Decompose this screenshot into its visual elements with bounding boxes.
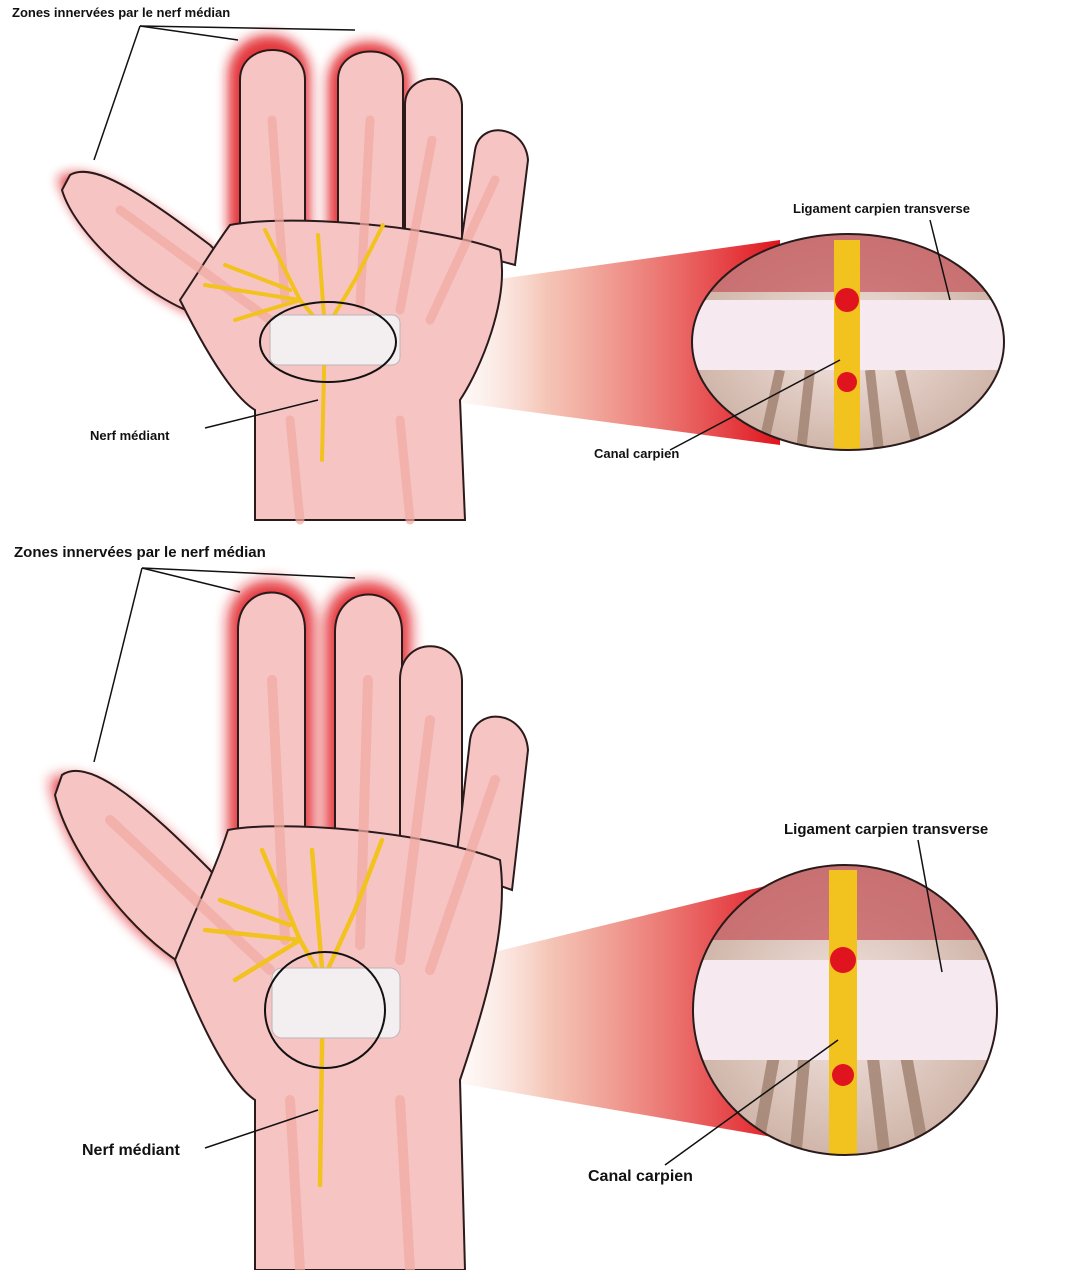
diagram-panel-2: Zones innervées par le nerf médian Nerf … (0, 540, 1066, 1270)
label-median-zones: Zones innervées par le nerf médian (14, 544, 266, 561)
hand-illustration-2 (50, 567, 998, 1270)
hand-bones (115, 115, 500, 525)
diagram-panel-1: Zones innervées par le nerf médian Nerf … (0, 0, 1066, 530)
zoom-view (692, 234, 1004, 450)
label-transverse-ligament: Ligament carpien transverse (784, 821, 989, 838)
label-median-nerve: Nerf médiant (90, 428, 170, 443)
label-transverse-ligament: Ligament carpien transverse (793, 201, 971, 216)
median-nerve (202, 837, 385, 1188)
leader-lines (93, 25, 951, 451)
label-median-nerve: Nerf médiant (82, 1142, 180, 1159)
label-median-zones: Zones innervées par le nerf médian (12, 5, 231, 20)
carpal-tunnel-circle (259, 301, 397, 383)
hand-illustration-1 (58, 25, 1005, 525)
carpal-tunnel-circle (264, 951, 386, 1069)
magnification-beam (420, 240, 780, 445)
magnification-beam (420, 880, 790, 1140)
label-carpal-tunnel: Canal carpien (588, 1168, 693, 1185)
transverse-ligament-small (269, 314, 401, 366)
transverse-ligament-small (271, 967, 401, 1039)
leader-lines (93, 567, 943, 1166)
label-carpal-tunnel: Canal carpien (594, 446, 680, 461)
